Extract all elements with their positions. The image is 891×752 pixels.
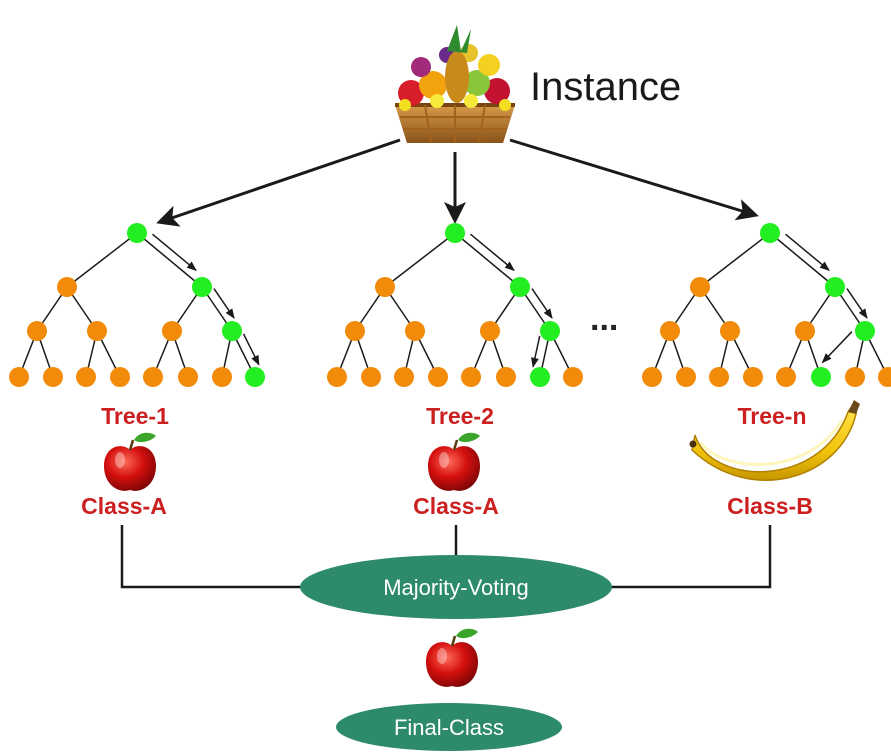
tree-edge	[136, 232, 203, 288]
final-class-node	[336, 703, 562, 751]
tree-node	[642, 367, 662, 387]
tree-node	[795, 321, 815, 341]
apple-icon	[426, 431, 482, 493]
active-tree-node	[530, 367, 550, 387]
decision-path-arrow	[531, 288, 553, 319]
tree-node	[690, 277, 710, 297]
decision-tree-2	[327, 223, 583, 387]
active-tree-node	[760, 223, 780, 243]
ellipsis: ...	[590, 300, 618, 338]
instance-label: Instance	[530, 65, 681, 109]
active-tree-node	[127, 223, 147, 243]
decision-path-arrow	[152, 233, 197, 271]
final-class-label: Final-Class	[394, 715, 504, 740]
connector-tree-n	[610, 525, 772, 589]
tree-edge	[769, 232, 836, 288]
decision-tree-n	[642, 223, 891, 387]
decision-path-arrow	[242, 333, 260, 366]
tree-node	[845, 367, 865, 387]
tree-node	[660, 321, 680, 341]
arrow-to-tree-1	[156, 138, 401, 227]
tree-node	[361, 367, 381, 387]
fruit-basket-icon	[393, 23, 517, 145]
active-tree-node	[192, 277, 212, 297]
tree-node	[212, 367, 232, 387]
tree-node	[776, 367, 796, 387]
tree-node	[676, 367, 696, 387]
tree-node	[345, 321, 365, 341]
tree-2-class-label: Class-A	[413, 493, 499, 519]
tree-node	[405, 321, 425, 341]
tree-n-class-label: Class-B	[727, 493, 813, 519]
decision-path-arrow	[821, 331, 853, 364]
tree-edge	[384, 232, 456, 288]
tree-1-label: Tree-1	[101, 403, 169, 429]
connector-tree-1	[120, 525, 305, 589]
decision-path-arrow	[213, 288, 235, 319]
tree-node	[110, 367, 130, 387]
tree-node	[563, 367, 583, 387]
active-tree-node	[855, 321, 875, 341]
tree-node	[178, 367, 198, 387]
tree-node	[327, 367, 347, 387]
tree-node	[43, 367, 63, 387]
decision-tree-1	[9, 223, 265, 387]
tree-node	[162, 321, 182, 341]
tree-node	[461, 367, 481, 387]
tree-node	[720, 321, 740, 341]
tree-node	[394, 367, 414, 387]
tree-2-label: Tree-2	[426, 403, 494, 429]
tree-edge	[699, 232, 771, 288]
decision-path-arrow	[531, 335, 541, 368]
tree-node	[743, 367, 763, 387]
decision-path-arrow	[470, 233, 515, 271]
apple-icon	[102, 431, 158, 493]
tree-n-label: Tree-n	[737, 403, 806, 429]
active-tree-node	[445, 223, 465, 243]
tree-node	[428, 367, 448, 387]
tree-edge	[66, 232, 138, 288]
tree-1-class-label: Class-A	[81, 493, 167, 519]
tree-node	[375, 277, 395, 297]
tree-node	[878, 367, 891, 387]
tree-node	[480, 321, 500, 341]
active-tree-node	[222, 321, 242, 341]
active-tree-node	[510, 277, 530, 297]
tree-node	[9, 367, 29, 387]
tree-node	[76, 367, 96, 387]
tree-node	[496, 367, 516, 387]
active-tree-node	[811, 367, 831, 387]
tree-edge	[454, 232, 521, 288]
majority-voting-node	[300, 555, 612, 619]
active-tree-node	[825, 277, 845, 297]
majority-voting-label: Majority-Voting	[383, 575, 529, 600]
tree-node	[143, 367, 163, 387]
tree-node	[27, 321, 47, 341]
active-tree-node	[540, 321, 560, 341]
tree-node	[57, 277, 77, 297]
arrow-to-tree-n	[509, 138, 759, 221]
decision-path-arrow	[846, 288, 868, 319]
tree-node	[709, 367, 729, 387]
active-tree-node	[245, 367, 265, 387]
decision-path-arrow	[785, 233, 830, 271]
apple-icon	[424, 627, 480, 689]
tree-node	[87, 321, 107, 341]
